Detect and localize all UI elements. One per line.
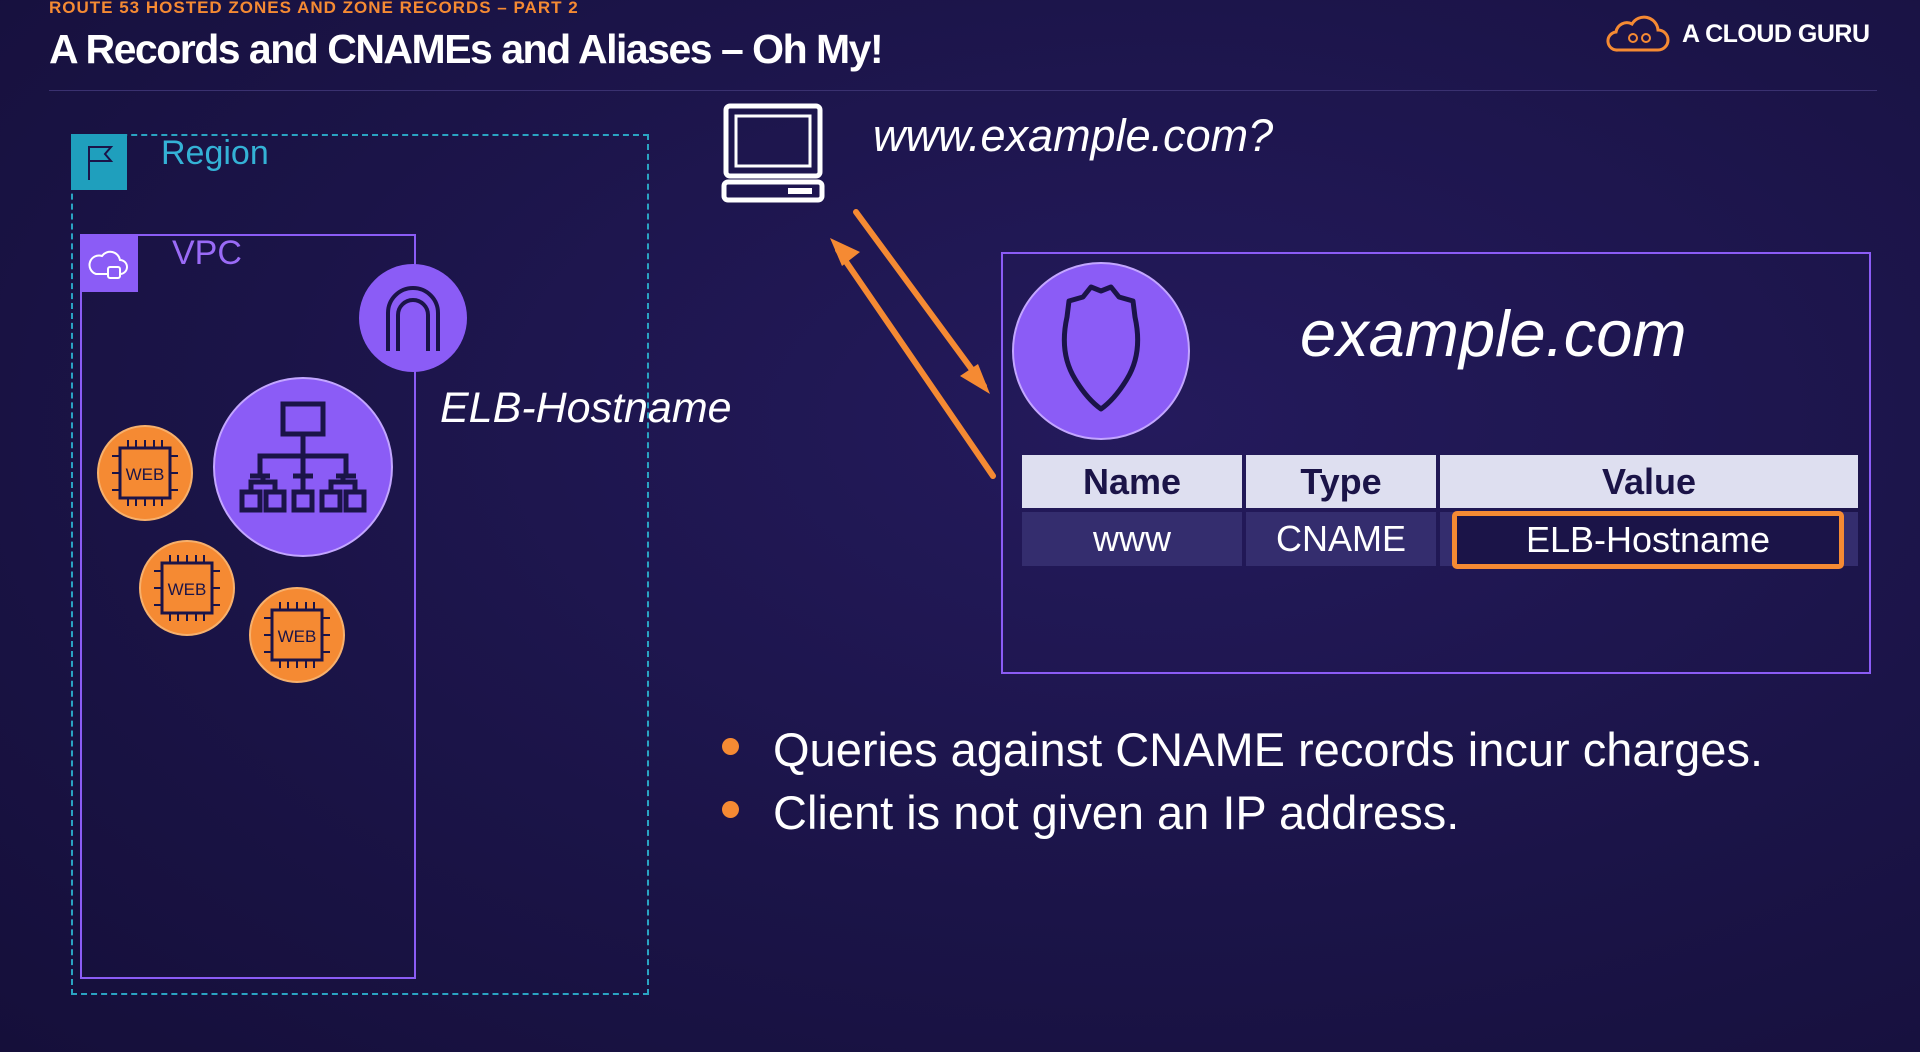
brand-logo: A CLOUD GURU xyxy=(1606,14,1870,54)
section-kicker: ROUTE 53 HOSTED ZONES AND ZONE RECORDS –… xyxy=(49,0,579,17)
web-server-icon: WEB xyxy=(96,424,194,527)
bullet-text: Queries against CNAME records incur char… xyxy=(773,723,1764,776)
vpc-boundary xyxy=(80,234,416,979)
route53-shield-icon xyxy=(1011,261,1191,446)
bullet-item: Queries against CNAME records incur char… xyxy=(722,718,1763,781)
vpc-label: VPC xyxy=(172,234,242,272)
bullet-dot-icon xyxy=(722,738,739,755)
record-value-cell: ELB-Hostname xyxy=(1452,511,1844,569)
web-label: WEB xyxy=(126,465,165,484)
hosted-zone-name: example.com xyxy=(1300,297,1687,370)
vpc-cloud-lock-icon xyxy=(80,234,138,292)
bullet-dot-icon xyxy=(722,801,739,818)
column-header-type: Type xyxy=(1246,455,1436,508)
region-boundary xyxy=(71,134,649,995)
load-balancer-icon xyxy=(212,376,394,563)
hosted-zone-panel xyxy=(1001,252,1871,674)
elb-hostname-label: ELB-Hostname xyxy=(440,384,732,432)
bullet-list: Queries against CNAME records incur char… xyxy=(722,718,1763,844)
web-label: WEB xyxy=(168,580,207,599)
title-divider xyxy=(49,90,1877,91)
web-server-icon: WEB xyxy=(248,586,346,689)
bullet-text: Client is not given an IP address. xyxy=(773,786,1460,839)
region-flag-icon xyxy=(71,134,127,190)
record-type-cell: CNAME xyxy=(1246,512,1436,566)
bullet-item: Client is not given an IP address. xyxy=(722,781,1763,844)
column-header-value: Value xyxy=(1440,455,1858,508)
laptop-icon xyxy=(720,102,826,209)
dns-query-label: www.example.com? xyxy=(873,110,1274,161)
web-server-icon: WEB xyxy=(138,539,236,642)
column-header-name: Name xyxy=(1022,455,1242,508)
web-label: WEB xyxy=(278,627,317,646)
record-name-cell: www xyxy=(1022,512,1242,566)
cloud-logo-icon xyxy=(1606,15,1670,52)
internet-gateway-icon xyxy=(358,263,468,378)
brand-name: A CLOUD GURU xyxy=(1682,19,1870,48)
slide-title: A Records and CNAMEs and Aliases – Oh My… xyxy=(49,26,884,72)
region-label: Region xyxy=(161,134,269,172)
request-response-arrows xyxy=(830,209,996,479)
